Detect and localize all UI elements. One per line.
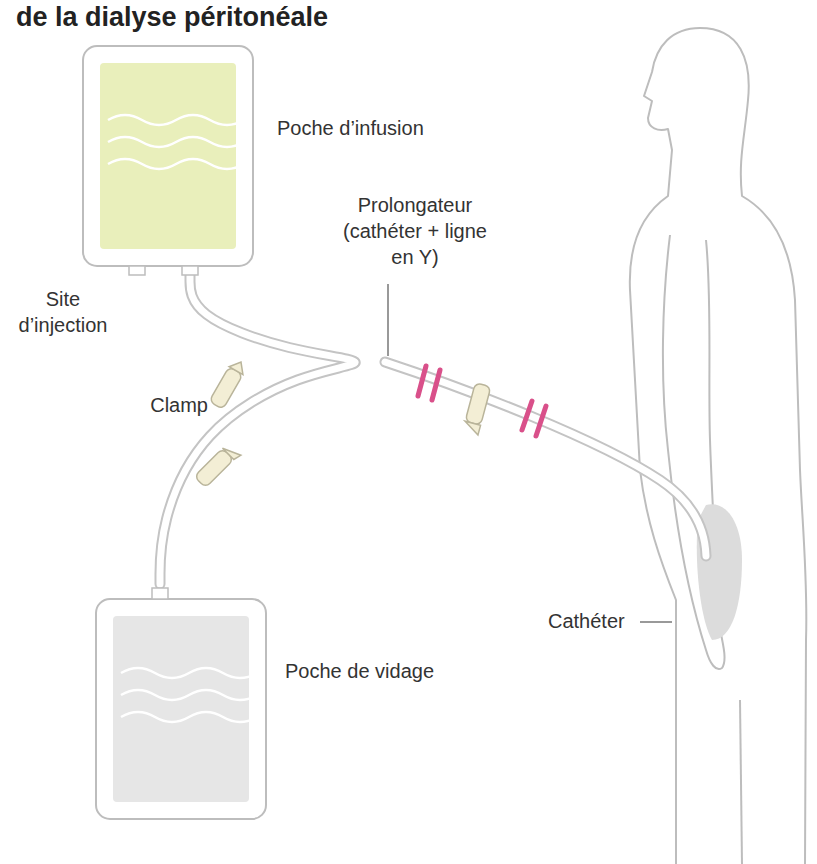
tubing: [160, 275, 355, 584]
bag-label: Poche d’infusion: [277, 115, 427, 141]
part-label: Clamp: [148, 392, 208, 418]
leader-line: [387, 284, 388, 356]
part-label: Prolongateur (cathéter + ligne en Y): [330, 192, 500, 270]
patient-silhouette: [630, 28, 807, 864]
part-label: Cathéter: [548, 608, 638, 634]
fluid-bag: Poche d’infusion: [82, 45, 254, 267]
bag-outline: [82, 45, 254, 281]
fluid-bag: Poche de vidage: [95, 598, 267, 820]
extension-tube: [385, 362, 706, 556]
connector-rings: [418, 366, 546, 436]
bag-label: Poche de vidage: [285, 658, 435, 684]
port-label: Site d’injection: [8, 286, 118, 338]
clamps: [194, 358, 491, 489]
bag-outline: [95, 584, 267, 820]
title: de la dialyse péritonéale: [16, 2, 328, 33]
leader-line: [640, 621, 672, 622]
